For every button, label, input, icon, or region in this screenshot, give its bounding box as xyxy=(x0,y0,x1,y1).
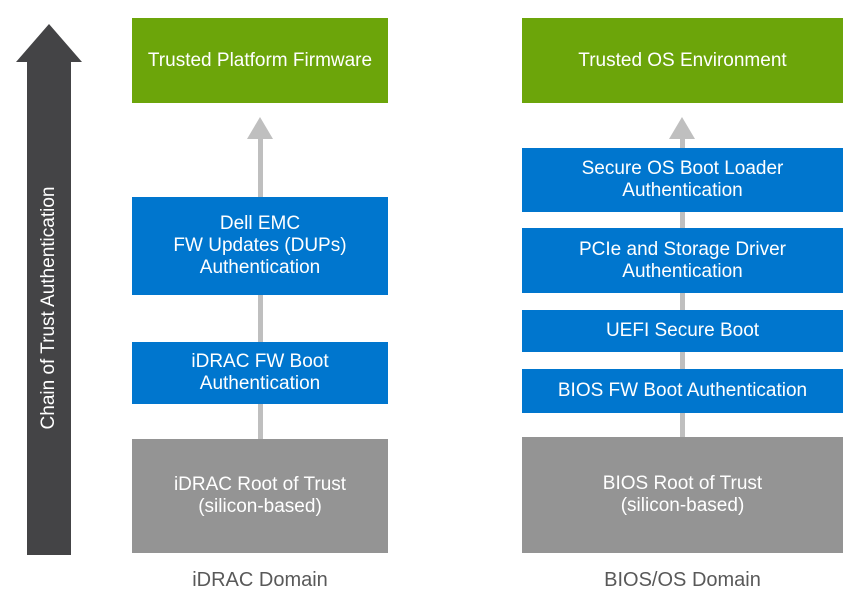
box-trusted-os-environment: Trusted OS Environment xyxy=(522,18,843,103)
box-idrac-fw-boot-authentication: iDRAC FW Boot Authentication xyxy=(132,342,388,404)
box-bios-root-of-trust: BIOS Root of Trust (silicon-based) xyxy=(522,437,843,553)
box-idrac-root-of-trust: iDRAC Root of Trust (silicon-based) xyxy=(132,439,388,553)
box-uefi-secure-boot: UEFI Secure Boot xyxy=(522,310,843,352)
flow-line xyxy=(680,132,685,462)
up-arrowhead-icon xyxy=(669,117,695,139)
box-secure-os-boot-loader-authentication: Secure OS Boot Loader Authentication xyxy=(522,148,843,212)
idrac-domain-label: iDRAC Domain xyxy=(192,569,328,591)
box-dell-emc-fw-updates-authentication: Dell EMC FW Updates (DUPs) Authenticatio… xyxy=(132,197,388,295)
box-trusted-platform-firmware: Trusted Platform Firmware xyxy=(132,18,388,103)
chain-of-trust-arrow xyxy=(16,24,82,555)
box-bios-fw-boot-authentication: BIOS FW Boot Authentication xyxy=(522,369,843,413)
box-pcie-storage-driver-authentication: PCIe and Storage Driver Authentication xyxy=(522,228,843,293)
chain-of-trust-label: Chain of Trust Authentication xyxy=(38,186,59,430)
up-arrowhead-icon xyxy=(247,117,273,139)
idrac-domain-column: Trusted Platform Firmware Dell EMC FW Up… xyxy=(132,0,388,607)
bios-os-domain-column: Trusted OS Environment Secure OS Boot Lo… xyxy=(522,0,843,607)
flow-line xyxy=(258,132,263,462)
bios-os-domain-label: BIOS/OS Domain xyxy=(604,569,761,591)
up-arrow-shape xyxy=(16,24,82,555)
